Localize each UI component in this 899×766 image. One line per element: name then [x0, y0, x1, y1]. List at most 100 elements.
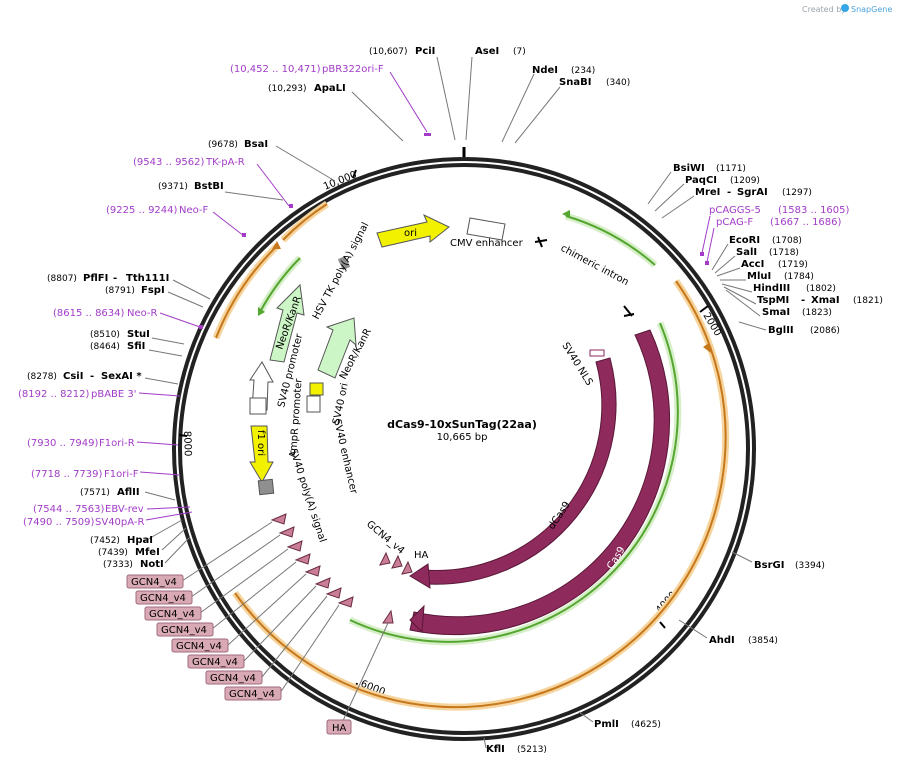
site-name: AseI	[475, 46, 499, 57]
site-name: BsiWI	[673, 163, 705, 174]
site-pos: (10,607)	[369, 47, 408, 57]
connector	[647, 171, 672, 205]
connector	[654, 183, 685, 212]
gcn4-tag-label: GCN4_v4	[229, 689, 275, 700]
site-name-extra: -	[113, 273, 117, 284]
gcn4-tag-label: GCN4_v4	[176, 641, 222, 652]
primer-connector	[212, 211, 245, 237]
tag-connector	[279, 604, 340, 694]
gcn4-outer-arrow	[278, 526, 295, 538]
site-pos: (9371)	[158, 182, 188, 192]
connector	[483, 737, 487, 749]
site-name: AhdI	[709, 635, 735, 646]
ori-label: ori	[404, 228, 417, 239]
snapgene-brand: SnapGene	[851, 5, 892, 14]
site-pos: (8510)	[90, 330, 120, 340]
cmv-enhancer-box	[466, 217, 506, 241]
gcn4-tag-box	[156, 622, 214, 637]
connector	[172, 279, 211, 300]
sv40-ori-box	[309, 382, 324, 396]
connector	[161, 527, 187, 551]
site-pos: (8464)	[90, 342, 120, 352]
ori-arrow	[376, 213, 450, 248]
green-arc-right-halo	[348, 321, 682, 646]
tag-connector	[181, 521, 273, 582]
site-name: SexAI *	[101, 371, 142, 382]
gcn4-outer-arrow	[286, 540, 303, 552]
connector	[164, 536, 191, 564]
connector	[716, 267, 741, 277]
green-top-arrowhead	[562, 210, 570, 218]
connector	[275, 145, 336, 182]
connector	[578, 711, 594, 723]
site-name-extra: -	[727, 187, 731, 198]
site-name: FspI	[141, 285, 165, 296]
connector	[151, 337, 185, 345]
backbone-inner-ring	[178, 163, 750, 735]
site-pos: (8278)	[27, 372, 57, 382]
primer-range: (1667 .. 1686)	[770, 217, 842, 228]
ha-outer-arrow	[382, 609, 394, 624]
gcn4-tag-label: GCN4_v4	[210, 673, 256, 684]
gcn4-tag-boxes: GCN4_v4 GCN4_v4 GCN4_v4 GCN4_v4 GCN4_v4 …	[126, 574, 352, 735]
site-name: BglII	[768, 325, 794, 336]
connector	[436, 56, 456, 141]
site-name: AccI	[741, 259, 764, 270]
gcn4-outer-arrows	[270, 513, 394, 624]
site-pos: (1802)	[806, 284, 836, 294]
connector	[678, 619, 708, 639]
primer-mark	[242, 233, 246, 237]
site-name: PflFI	[83, 273, 108, 284]
connector	[144, 491, 176, 501]
primer-mark	[424, 133, 431, 136]
primer-connector	[146, 506, 191, 510]
connector	[224, 191, 284, 201]
primer-name: F1ori-F	[104, 469, 139, 480]
site-pos: (340)	[606, 78, 630, 88]
orange-left-arrowhead	[272, 241, 281, 249]
primer-range: (7718 .. 7739)	[31, 469, 103, 480]
gcn4-tag-label: GCN4_v4	[140, 593, 186, 604]
primer-mark	[199, 325, 203, 329]
site-pos: (1171)	[716, 164, 746, 174]
site-pos: (4625)	[631, 720, 661, 730]
hsv-tk-box	[337, 255, 351, 271]
gcn4-tag-label: GCN4_v4	[131, 577, 177, 588]
connector	[148, 349, 183, 357]
site-name: PmlI	[594, 719, 619, 730]
plasmid-name: dCas9-10xSunTag(22aa)	[387, 418, 537, 431]
site-name: CsiI	[63, 371, 83, 382]
gcn4-tag-label: GCN4_v4	[161, 625, 207, 636]
primer-mark	[700, 252, 704, 256]
green-arc-right	[349, 322, 679, 643]
right-site-connectors	[483, 171, 767, 749]
primer-connector	[136, 441, 179, 446]
primer-range: (7930 .. 7949)	[27, 438, 99, 449]
connector	[514, 86, 561, 144]
primer-connector	[145, 511, 193, 521]
cas9-arrowhead	[409, 604, 425, 634]
primer-connector	[389, 71, 428, 133]
primer-connector	[256, 163, 290, 207]
primer-mark	[289, 204, 293, 208]
ha-tag-label: HA	[332, 723, 347, 734]
connector	[725, 289, 761, 317]
site-name: PciI	[415, 46, 435, 57]
backbone-outer-ring	[172, 157, 756, 741]
gcn4-tag-box	[187, 654, 245, 669]
site-pos: (2086)	[810, 326, 840, 336]
tag-connectors	[181, 521, 389, 726]
cas9-arc	[409, 329, 671, 636]
site-pos: (1297)	[782, 188, 812, 198]
site-pos: (1821)	[853, 296, 883, 306]
gcn4-inner-arrow	[391, 554, 403, 569]
sv40-enhancer-box	[306, 395, 321, 413]
connector	[167, 291, 204, 308]
primer-name: TK-pA-R	[205, 157, 245, 168]
gcn4-tag-box	[205, 670, 263, 685]
primer-name: SV40pA-R	[95, 517, 144, 528]
site-name: BsrGI	[754, 560, 784, 571]
f1-ori-arrow	[249, 425, 274, 484]
site-pos: (9678)	[208, 140, 238, 150]
